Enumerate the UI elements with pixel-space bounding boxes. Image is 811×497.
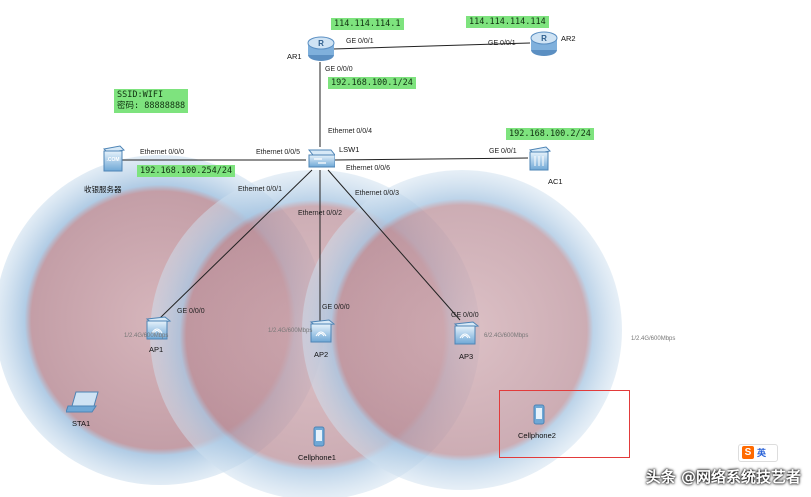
gateway-ip-label: 192.168.100.1/24 (328, 77, 416, 89)
logo-text: 英 (757, 448, 767, 458)
lsw-e001-label: Ethernet 0/0/1 (238, 186, 282, 193)
ar1-ge000-label: GE 0/0/0 (325, 66, 353, 73)
ac1-ip-label: 192.168.100.2/24 (506, 128, 594, 140)
cellphone1-name: Cellphone1 (298, 453, 336, 462)
lsw-e005-label: Ethernet 0/0/5 (256, 149, 300, 156)
svg-text:R: R (541, 34, 547, 43)
ar2-router-icon[interactable]: R (530, 30, 558, 58)
logo-s-icon: S (742, 446, 754, 459)
ar1-name: AR1 (287, 52, 302, 61)
ssid-line: SSID:WIFI (117, 90, 164, 100)
ap3-name: AP3 (459, 352, 474, 361)
ar2-name: AR2 (561, 34, 576, 43)
ap2-ge000-label: GE 0/0/0 (322, 304, 350, 311)
link-lsw1-ap1 (159, 169, 313, 319)
server-ip-label: 192.168.100.254/24 (137, 165, 236, 177)
cellphone2-name: Cellphone2 (518, 431, 556, 440)
ap2-band-label: 1/2.4G/600Mbps (268, 328, 313, 334)
sta1-laptop-icon[interactable] (66, 390, 102, 416)
lsw-e002-label: Ethernet 0/0/2 (298, 210, 342, 217)
cellphone2-highlight-box (499, 390, 630, 458)
ar2-ip-label: 114.114.114.114 (466, 16, 549, 28)
ap3-band-label: 6/2.4G/600Mbps (484, 333, 529, 339)
ssid-label: SSID:WIFI 密码: 88888888 (114, 89, 189, 113)
ar1-ip-label: 114.114.114.1 (331, 18, 404, 30)
cellphone1-icon[interactable] (311, 425, 327, 449)
cellphone2-icon[interactable] (531, 403, 547, 427)
lsw1-name: LSW1 (339, 145, 360, 154)
ap1-name: AP1 (149, 345, 164, 354)
lsw1-switch-icon[interactable] (305, 146, 335, 170)
link-ar1-ar2 (332, 42, 531, 50)
lsw-e004-label: Ethernet 0/0/4 (328, 128, 372, 135)
ap1-band-label: 1/2.4G/600Mbps (124, 333, 169, 339)
far-band-label: 1/2.4G/600Mbps (631, 336, 676, 342)
server-name: 收银服务器 (84, 185, 122, 194)
watermark-text: 头条 @网络系统技艺者 (645, 468, 801, 486)
ar1-router-icon[interactable]: R (307, 35, 335, 63)
server-e000-label: Ethernet 0/0/0 (140, 149, 184, 156)
lsw-e006-label: Ethernet 0/0/6 (346, 165, 390, 172)
svg-text:R: R (318, 39, 324, 48)
ap2-name: AP2 (314, 350, 329, 359)
input-method-logo: S 英 (738, 444, 778, 462)
link-lsw1-ac1 (333, 157, 529, 161)
ap1-icon[interactable] (144, 315, 172, 341)
server-icon[interactable]: .COM (102, 145, 126, 173)
link-lsw1-ap3 (327, 169, 461, 321)
ar2-ge001-label: GE 0/0/1 (488, 40, 516, 47)
ac1-controller-icon[interactable] (528, 146, 552, 172)
lsw-e003-label: Ethernet 0/0/3 (355, 190, 399, 197)
svg-text:.COM: .COM (106, 157, 119, 163)
ac1-ge001-label: GE 0/0/1 (489, 148, 517, 155)
ap1-ge000-label: GE 0/0/0 (177, 308, 205, 315)
ap3-ge000-label: GE 0/0/0 (451, 312, 479, 319)
ar1-ge001-label: GE 0/0/1 (346, 38, 374, 45)
password-line: 密码: 88888888 (117, 101, 186, 111)
sta1-name: STA1 (72, 419, 91, 428)
links (118, 42, 531, 322)
ap3-icon[interactable] (452, 320, 480, 346)
ap2-icon[interactable] (308, 318, 336, 344)
ac1-name: AC1 (548, 177, 563, 186)
